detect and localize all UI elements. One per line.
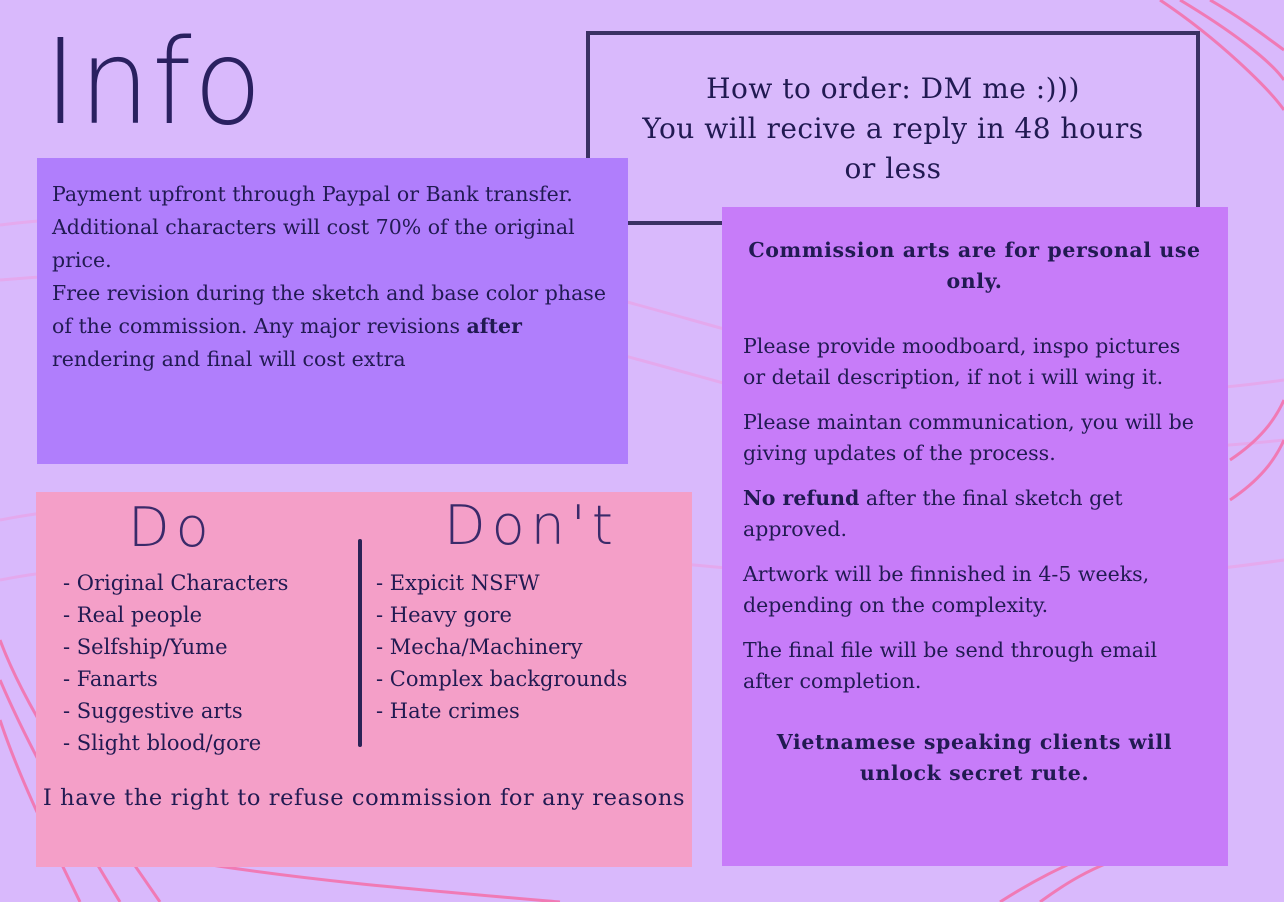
- dont-item: - Complex backgrounds: [376, 667, 628, 691]
- dont-item: - Expicit NSFW: [376, 571, 540, 595]
- dont-item: - Mecha/Machinery: [376, 635, 583, 659]
- do-item: - Slight blood/gore: [63, 731, 262, 755]
- personal-use-text: Commission arts are for personal use onl…: [748, 238, 1201, 293]
- do-item: - Real people: [63, 603, 203, 627]
- communication-text: Please maintan communication, you will b…: [743, 410, 1194, 465]
- timeline-text: Artwork will be finnished in 4-5 weeks, …: [743, 562, 1150, 617]
- refund-bold: No refund: [743, 486, 860, 510]
- commission-rules-box: Commission arts are for personal use onl…: [722, 207, 1228, 866]
- do-item: - Selfship/Yume: [63, 635, 228, 659]
- do-item: - Original Characters: [63, 571, 289, 595]
- order-line: You will recive a reply in 48 hours: [642, 112, 1144, 145]
- payment-info-box: Payment upfront through Paypal or Bank t…: [37, 158, 628, 464]
- how-to-order-box: How to order: DM me :))) You will recive…: [586, 31, 1200, 225]
- delivery-text: The final file will be send through emai…: [743, 638, 1158, 693]
- do-item: - Suggestive arts: [63, 699, 243, 723]
- do-list: - Original Characters - Real people - Se…: [63, 567, 288, 759]
- refuse-right-text: I have the right to refuse commission fo…: [42, 785, 686, 811]
- vietnamese-clients-text: Vietnamese speaking clients will unlock …: [776, 730, 1173, 785]
- revision-text-bold: after: [466, 314, 522, 338]
- do-item: - Fanarts: [63, 667, 158, 691]
- dont-list: - Expicit NSFW - Heavy gore - Mecha/Mach…: [376, 567, 627, 727]
- payment-text: Payment upfront through Paypal or Bank t…: [52, 182, 573, 206]
- revision-text: Free revision during the sketch and base…: [52, 277, 613, 376]
- dont-item: - Hate crimes: [376, 699, 520, 723]
- do-dont-box: Do Don't - Original Characters - Real pe…: [36, 492, 692, 867]
- column-divider: [358, 539, 362, 747]
- dont-heading: Don't: [444, 494, 619, 557]
- revision-text-start: Free revision during the sketch and base…: [52, 281, 606, 338]
- do-heading: Do: [128, 496, 215, 559]
- order-line: or less: [844, 152, 942, 185]
- page-title: Info: [44, 14, 264, 152]
- moodboard-text: Please provide moodboard, inspo pictures…: [743, 334, 1181, 389]
- refund-text: No refund after the final sketch get app…: [743, 483, 1206, 545]
- order-line: How to order: DM me :))): [706, 72, 1080, 105]
- refund-rest: after the final sketch get approved.: [743, 486, 1123, 541]
- additional-characters-text: Additional characters will cost 70% of t…: [52, 215, 575, 272]
- revision-text-end: rendering and final will cost extra: [52, 347, 406, 371]
- dont-item: - Heavy gore: [376, 603, 512, 627]
